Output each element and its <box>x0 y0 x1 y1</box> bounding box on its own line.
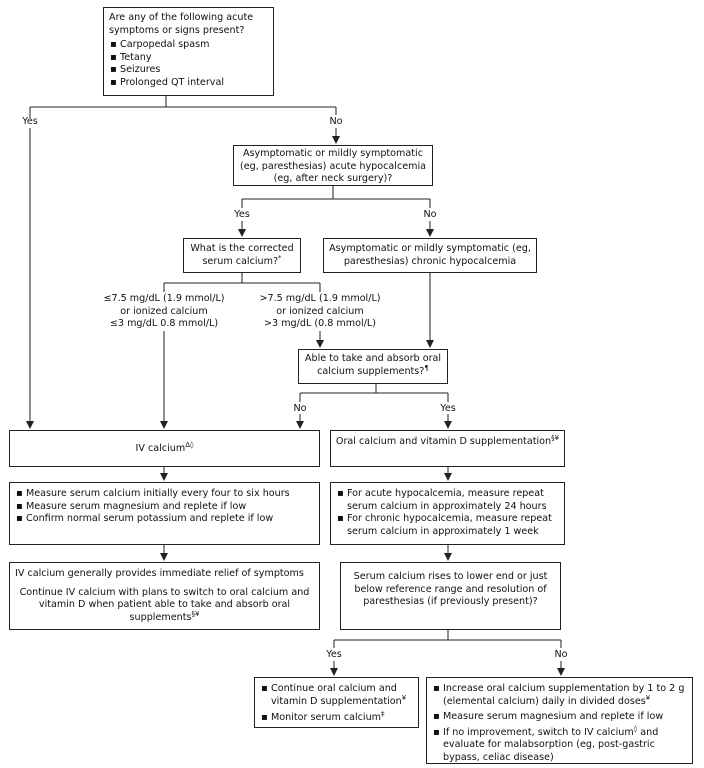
no-label: No <box>554 649 568 660</box>
increase-oral-box: Increase oral calcium supplementation by… <box>426 677 693 764</box>
list-item: Continue oral calcium and vitamin D supp… <box>260 683 413 708</box>
calcium-rises-question: Serum calcium rises to lower end or just… <box>353 571 548 607</box>
action-text: Continue oral calcium and vitamin D supp… <box>271 683 402 707</box>
action-text: Measure serum magnesium and replete if l… <box>443 711 664 722</box>
list-item: Tetany <box>109 52 268 65</box>
list-item: Increase oral calcium supplementation by… <box>432 683 687 708</box>
threshold-low-line: ≤7.5 mg/dL (1.9 mmol/L) <box>103 293 225 304</box>
footnote-mark: Δ◊ <box>185 440 194 449</box>
list-item: For chronic hypocalcemia, measure repeat… <box>336 513 559 538</box>
footnote-mark: ¥ <box>645 693 651 702</box>
yes-label: Yes <box>440 403 456 414</box>
list-item: Carpopedal spasm <box>109 39 268 52</box>
iv-result-plan: Continue IV calcium with plans to switch… <box>19 586 310 623</box>
yes-label: Yes <box>234 209 250 220</box>
chronic-hypocalcemia-text: Asymptomatic or mildly symptomatic (eg, … <box>329 243 531 267</box>
threshold-low-line: ≤3 mg/dL 0.8 mmol/L) <box>109 318 219 329</box>
continue-oral-box: Continue oral calcium and vitamin D supp… <box>254 677 419 728</box>
no-label: No <box>293 403 307 414</box>
iv-result-plan-wrap: Continue IV calcium with plans to switch… <box>15 587 314 625</box>
iv-result-summary: IV calcium generally provides immediate … <box>15 568 304 579</box>
footnote-mark: * <box>278 253 282 262</box>
threshold-high-line: >3 mg/dL (0.8 mmol/L) <box>264 318 376 329</box>
footnote-mark: ◊ <box>633 724 638 733</box>
calcium-rises-question-box: Serum calcium rises to lower end or just… <box>340 562 561 630</box>
threshold-low: ≤7.5 mg/dL (1.9 mmol/L) or ionized calci… <box>103 293 224 331</box>
footnote-mark: ¥ <box>401 693 407 702</box>
threshold-high-line: or ionized calcium <box>276 305 364 317</box>
corrected-calcium-question: What is the corrected serum calcium? <box>190 243 294 267</box>
acute-signs-list: Carpopedal spasm Tetany Seizures Prolong… <box>109 39 268 89</box>
threshold-low-line: or ionized calcium <box>120 305 208 317</box>
iv-monitoring-box: Measure serum calcium initially every fo… <box>9 482 320 545</box>
chronic-hypocalcemia-box: Asymptomatic or mildly symptomatic (eg, … <box>323 238 537 273</box>
acute-symptoms-question-box: Are any of the following acute symptoms … <box>103 7 274 96</box>
absorb-question: Able to take and absorb oral calcium sup… <box>304 353 442 377</box>
footnote-mark: §¥ <box>191 609 200 618</box>
acute-symptoms-question: Are any of the following acute symptoms … <box>109 12 254 36</box>
yes-label: Yes <box>22 116 38 127</box>
list-item: Measure serum calcium initially every fo… <box>15 488 314 501</box>
list-item: For acute hypocalcemia, measure repeat s… <box>336 488 559 513</box>
no-label: No <box>329 116 343 127</box>
threshold-high: >7.5 mg/dL (1.9 mmol/L) or ionized calci… <box>259 293 380 331</box>
oral-monitoring-box: For acute hypocalcemia, measure repeat s… <box>330 482 565 545</box>
absorb-question-box: Able to take and absorb oral calcium sup… <box>298 349 448 384</box>
iv-calcium-box: IV calciumΔ◊ <box>9 430 320 467</box>
list-item: Seizures <box>109 64 268 77</box>
oral-calcium-text: Oral calcium and vitamin D supplementati… <box>335 436 552 447</box>
threshold-high-line: >7.5 mg/dL (1.9 mmol/L) <box>259 293 381 304</box>
footnote-mark: ¶ <box>424 363 429 372</box>
corrected-calcium-question-box: What is the corrected serum calcium?* <box>183 238 301 273</box>
list-item: Monitor serum calcium‡ <box>260 709 413 725</box>
list-item: If no improvement, switch to IV calcium◊… <box>432 724 687 765</box>
list-item: Measure serum magnesium and replete if l… <box>432 711 687 724</box>
mild-acute-question: Asymptomatic or mildly symptomatic (eg, … <box>239 148 427 184</box>
list-item: Measure serum magnesium and replete if l… <box>15 501 314 514</box>
action-text: If no improvement, switch to IV calcium <box>443 726 634 738</box>
no-label: No <box>423 209 437 220</box>
action-text-tail: and evaluate for malabsorption (eg, post… <box>443 726 659 763</box>
action-text: Increase oral calcium supplementation by… <box>443 683 685 707</box>
list-item: Confirm normal serum potassium and reple… <box>15 513 314 526</box>
iv-calcium-text: IV calcium <box>135 443 186 454</box>
mild-acute-question-box: Asymptomatic or mildly symptomatic (eg, … <box>233 145 433 186</box>
yes-label: Yes <box>326 649 342 660</box>
action-text: Monitor serum calcium <box>271 712 382 723</box>
footnote-mark: §¥ <box>551 433 560 442</box>
list-item: Prolonged QT interval <box>109 77 268 90</box>
iv-result-box: IV calcium generally provides immediate … <box>9 562 320 630</box>
oral-calcium-box: Oral calcium and vitamin D supplementati… <box>330 430 565 467</box>
footnote-mark: ‡ <box>381 709 385 718</box>
